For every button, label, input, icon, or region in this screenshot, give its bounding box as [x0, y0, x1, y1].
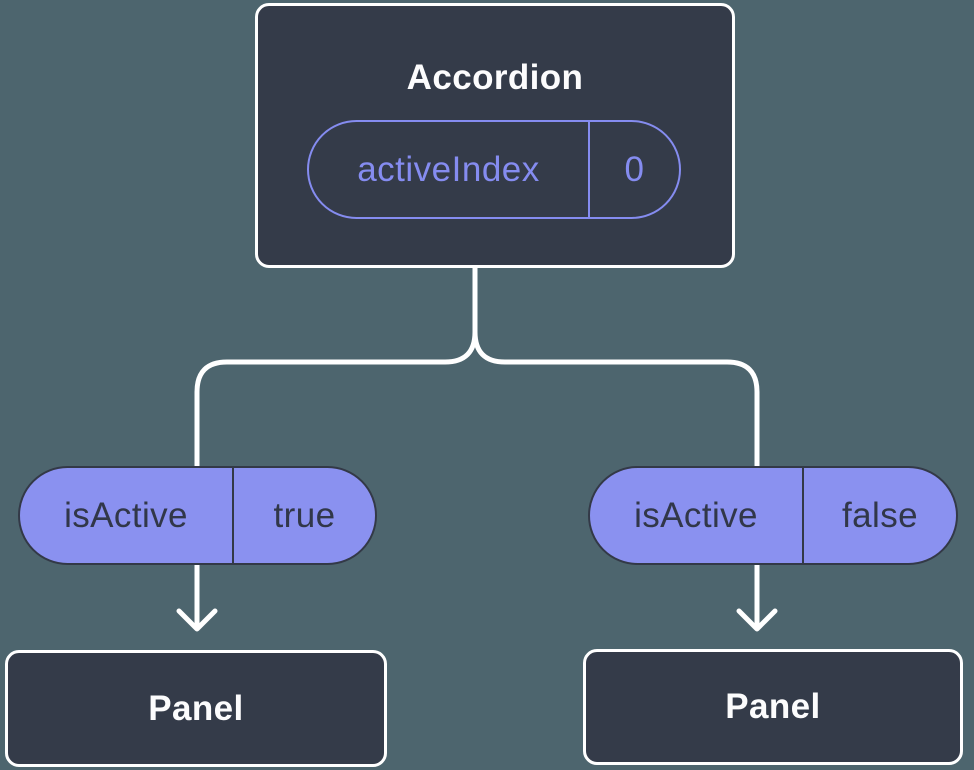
prop-pill-name: isActive [20, 468, 234, 563]
panel-node-right: Panel [583, 649, 963, 765]
connector-right-branch [472, 263, 760, 627]
panel-node-left: Panel [5, 650, 387, 767]
state-pill-activeindex: activeIndex 0 [307, 120, 681, 219]
prop-pill-name: isActive [590, 468, 804, 563]
down-arrowhead-left-icon [176, 608, 218, 632]
prop-pill-value: true [273, 495, 336, 535]
down-arrowhead-right-icon [736, 608, 778, 632]
prop-pill-isactive-right: isActive false [588, 466, 958, 565]
state-pill-name: activeIndex [309, 122, 590, 217]
accordion-node: Accordion activeIndex 0 [255, 3, 735, 268]
panel-node-title: Panel [725, 687, 821, 726]
accordion-node-title: Accordion [406, 58, 584, 97]
panel-node-title: Panel [148, 688, 244, 728]
connector-left-branch [194, 263, 478, 627]
state-pill-value: 0 [624, 149, 645, 189]
prop-pill-isactive-left: isActive true [18, 466, 377, 565]
prop-pill-value: false [842, 495, 918, 535]
